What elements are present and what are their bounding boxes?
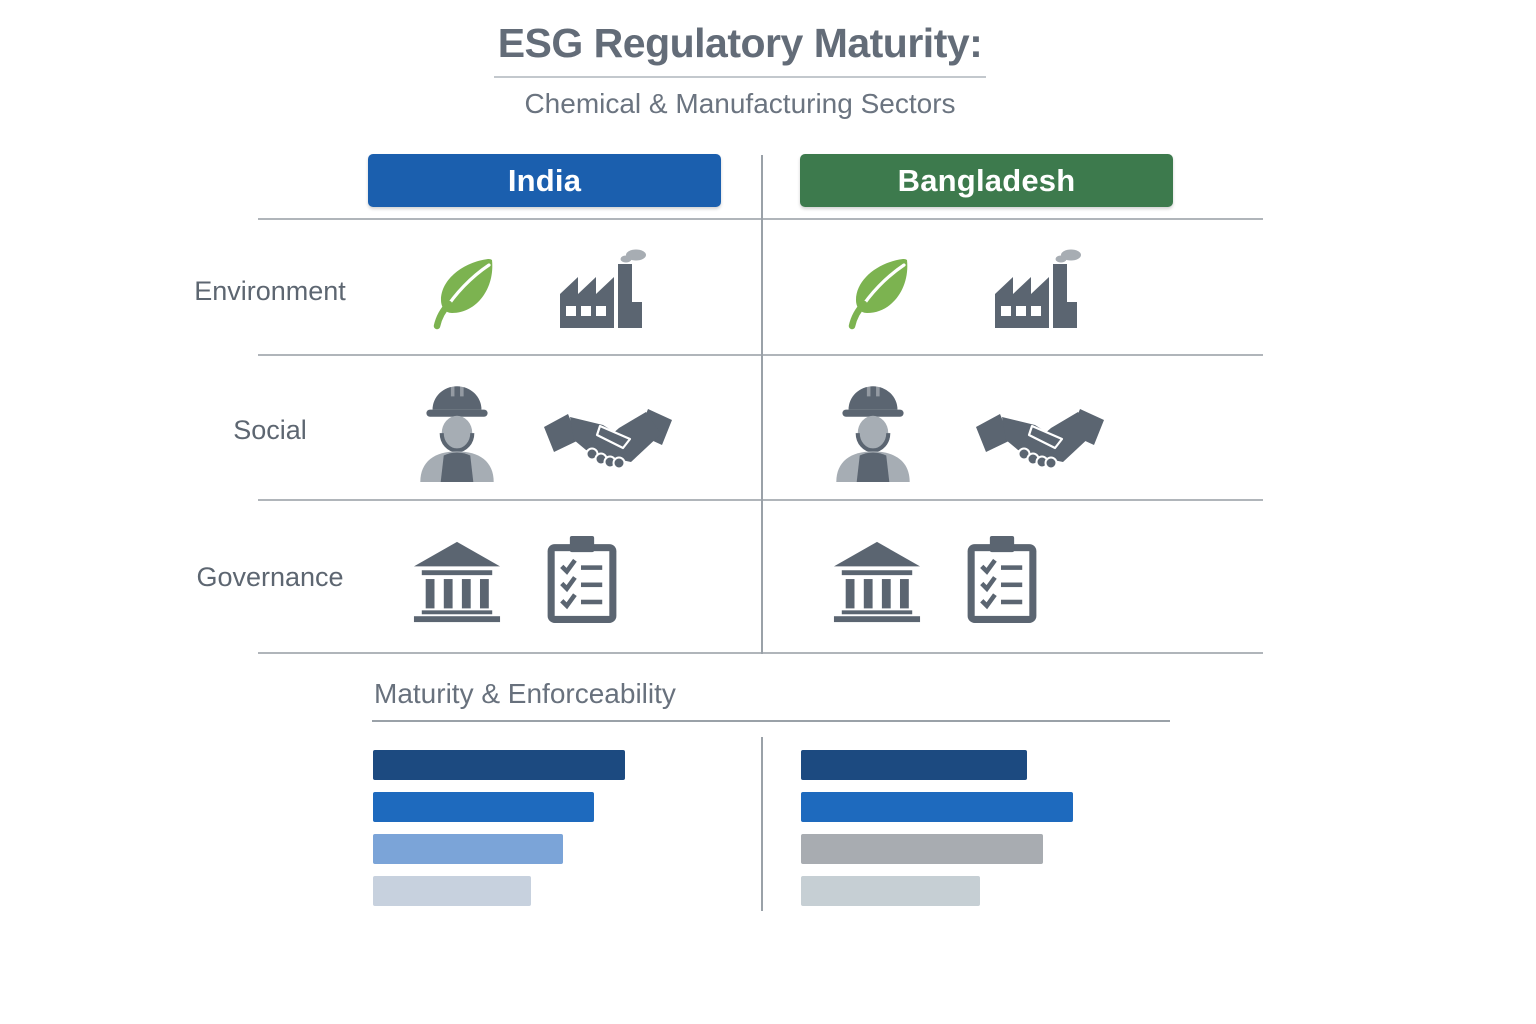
section-title-maturity: Maturity & Enforceability <box>374 678 676 709</box>
page-title: ESG Regulatory Maturity: <box>493 20 987 78</box>
bank-icon <box>413 541 501 623</box>
column-header-bangladesh: Bangladesh <box>800 154 1173 207</box>
factory-icon <box>995 249 1081 328</box>
bar-bangladesh-1 <box>801 750 1027 780</box>
header: ESG Regulatory Maturity: Chemical & Manu… <box>0 20 1480 120</box>
bar-india-2 <box>373 792 594 822</box>
bar-bangladesh-4 <box>801 876 980 906</box>
handshake-icon <box>976 409 1104 470</box>
divider-vertical-bars <box>761 737 763 911</box>
column-header-bangladesh-label: Bangladesh <box>897 162 1076 198</box>
bank-icon <box>833 541 921 623</box>
worker-icon <box>420 386 494 482</box>
section-rule <box>372 720 1170 722</box>
row-label-social: Social <box>233 415 307 445</box>
row-label-governance: Governance <box>196 562 344 592</box>
divider-horizontal-4 <box>258 652 1263 654</box>
checklist-icon <box>547 536 617 623</box>
leaf-icon <box>433 258 493 330</box>
worker-icon <box>836 386 910 482</box>
bar-bangladesh-3 <box>801 834 1043 864</box>
page-subtitle: Chemical & Manufacturing Sectors <box>524 88 956 119</box>
bar-india-3 <box>373 834 563 864</box>
column-header-india-label: India <box>507 162 582 198</box>
bar-india-4 <box>373 876 531 906</box>
factory-icon <box>560 249 646 328</box>
bar-india-1 <box>373 750 625 780</box>
divider-horizontal-2 <box>258 354 1263 356</box>
checklist-icon <box>967 536 1037 623</box>
handshake-icon <box>544 409 672 470</box>
bar-bangladesh-2 <box>801 792 1073 822</box>
divider-vertical-columns <box>761 155 763 654</box>
column-header-india: India <box>368 154 721 207</box>
leaf-icon <box>848 258 908 330</box>
divider-horizontal-1 <box>258 218 1263 220</box>
row-label-environment: Environment <box>194 276 346 306</box>
divider-horizontal-3 <box>258 499 1263 501</box>
